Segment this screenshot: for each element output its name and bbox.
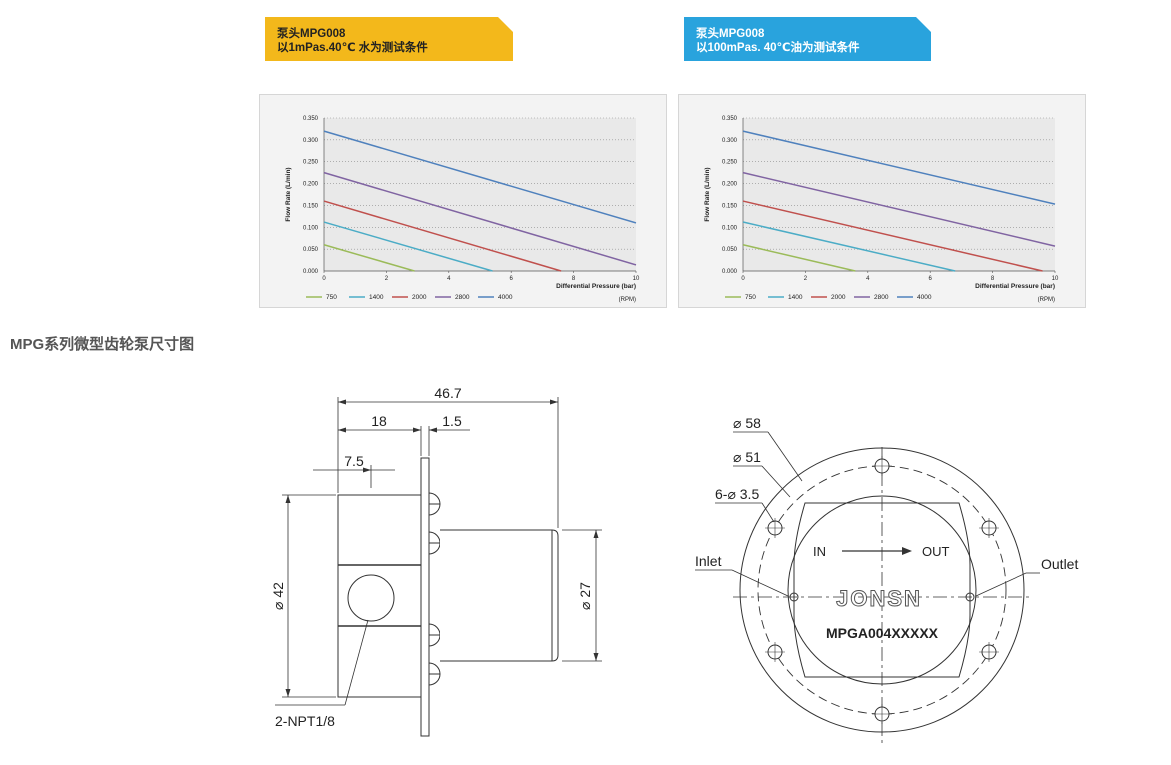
y-tick-label: 0.050	[722, 247, 738, 253]
series-line-4000	[742, 130, 1056, 205]
dim-total-length: 46.7	[434, 385, 461, 401]
dim-body-height: ⌀ 42	[270, 582, 286, 610]
y-tick-label: 0.300	[722, 138, 738, 144]
x-tick-label: 8	[572, 276, 576, 282]
x-tick-label: 0	[741, 276, 745, 282]
legend-label: 4000	[917, 294, 932, 301]
y-tick-label: 0.250	[722, 160, 738, 166]
legend-label: 2800	[455, 294, 470, 301]
y-tick-label: 0.150	[303, 203, 319, 209]
y-axis-label: Flow Rate (L/min)	[285, 167, 292, 221]
x-tick-label: 2	[385, 276, 389, 282]
chart-svg: 0.000 0.050 0.100 0.150 0.200 0.250 0.300 0.350…	[285, 116, 640, 303]
dim-port-offset: 7.5	[344, 453, 364, 469]
y-tick-label: 0.200	[722, 182, 738, 188]
y-axis-label: Flow Rate (L/min)	[704, 167, 711, 221]
x-tick-label: 4	[447, 276, 451, 282]
plot-area	[324, 118, 636, 271]
x-axis-label: Differential Pressure (bar)	[975, 283, 1055, 290]
legend-label: 1400	[369, 294, 384, 301]
motor-cylinder	[440, 529, 559, 662]
bolt-circle	[757, 465, 1007, 715]
series-line-4000	[323, 130, 637, 224]
y-tick-label: 0.350	[722, 116, 738, 122]
brand-logo: JONSN	[836, 586, 922, 611]
body-face	[793, 502, 971, 678]
legend-label: 750	[326, 294, 337, 301]
flange-plate	[420, 457, 430, 737]
banner-title: 泵头MPG008	[277, 28, 346, 40]
x-tick-label: 4	[866, 276, 870, 282]
series-line-2800	[323, 171, 637, 266]
inlet-label: Inlet	[695, 553, 722, 569]
legend-label: 2800	[874, 294, 889, 301]
out-label: OUT	[922, 544, 950, 559]
chart-svg: 0.000 0.050 0.100 0.150 0.200 0.250 0.300 0.350…	[704, 116, 1059, 303]
y-tick-label: 0.000	[722, 269, 738, 275]
x-tick-label: 10	[633, 276, 640, 282]
y-tick-label: 0.250	[303, 160, 319, 166]
legend-unit: (RPM)	[619, 297, 636, 303]
legend-label: 2000	[831, 294, 846, 301]
flow-chart-water: 0.000 0.050 0.100 0.150 0.200 0.250 0.300 0.350…	[259, 94, 667, 308]
dim-shaft-diameter: ⌀ 27	[577, 582, 593, 610]
y-tick-label: 0.050	[303, 247, 319, 253]
chart-banner-oil: 泵头MPG008 以100mPas. 40℃油为测试条件	[684, 17, 931, 61]
x-tick-label: 6	[510, 276, 514, 282]
dim-body-length: 18	[371, 413, 387, 429]
series-line-750	[323, 244, 415, 272]
y-tick-label: 0.100	[722, 225, 738, 231]
series-line-1400	[742, 221, 956, 272]
banner-subtitle: 以100mPas. 40℃油为测试条件	[696, 42, 860, 54]
pump-body	[337, 494, 422, 698]
banner-title: 泵头MPG008	[696, 28, 765, 40]
section-title: MPG系列微型齿轮泵尺寸图	[10, 336, 195, 353]
port-circle	[347, 574, 395, 622]
series-line-1400	[323, 221, 493, 272]
x-tick-label: 8	[991, 276, 995, 282]
legend-label: 4000	[498, 294, 513, 301]
x-tick-label: 2	[804, 276, 808, 282]
dim-bolt-circle: ⌀ 51	[733, 449, 761, 465]
y-tick-label: 0.350	[303, 116, 319, 122]
port-thread-label: 2-NPT1/8	[275, 713, 335, 729]
legend-unit: (RPM)	[1038, 297, 1055, 303]
dim-flange-thickness: 1.5	[442, 413, 462, 429]
series-line-750	[742, 244, 856, 272]
banner-subtitle: 以1mPas.40℃ 水为测试条件	[277, 42, 428, 54]
y-tick-label: 0.100	[303, 225, 319, 231]
y-tick-label: 0.200	[303, 182, 319, 188]
model-number: MPGA004XXXXX	[826, 625, 939, 641]
y-tick-label: 0.000	[303, 269, 319, 275]
dim-bolt-holes: 6-⌀ 3.5	[715, 486, 759, 502]
legend-label: 1400	[788, 294, 803, 301]
screw-heads	[428, 492, 441, 686]
flow-chart-oil: 0.000 0.050 0.100 0.150 0.200 0.250 0.300 0.350…	[678, 94, 1086, 308]
series-line-2000	[742, 200, 1043, 272]
chart-banner-water: 泵头MPG008 以1mPas.40℃ 水为测试条件	[265, 17, 513, 61]
x-tick-label: 6	[929, 276, 933, 282]
x-tick-label: 0	[322, 276, 326, 282]
dim-outer-diameter: ⌀ 58	[733, 415, 761, 431]
bolt-holes	[765, 456, 999, 724]
in-label: IN	[813, 544, 826, 559]
y-tick-label: 0.150	[722, 203, 738, 209]
y-tick-label: 0.300	[303, 138, 319, 144]
x-tick-label: 10	[1052, 276, 1059, 282]
x-axis-label: Differential Pressure (bar)	[556, 283, 636, 290]
series-line-2000	[323, 200, 562, 272]
legend-label: 2000	[412, 294, 427, 301]
legend-label: 750	[745, 294, 756, 301]
series-line-2800	[742, 171, 1056, 247]
outlet-label: Outlet	[1041, 556, 1078, 572]
